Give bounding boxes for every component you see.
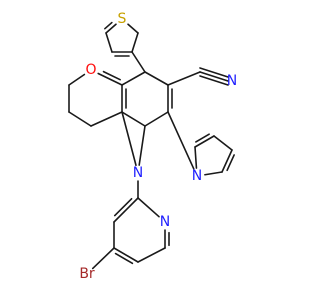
bond (91, 247, 115, 270)
bond-double (226, 154, 235, 172)
bond (144, 71, 169, 86)
bond-triple (199, 71, 229, 82)
bond (121, 111, 146, 127)
bond (131, 51, 146, 73)
bond-layer (68, 21, 235, 270)
bond (68, 73, 86, 86)
bond (121, 71, 146, 86)
bond-triple (199, 67, 229, 78)
bond (68, 111, 92, 127)
bond (204, 171, 223, 176)
bond-double (114, 252, 134, 265)
bond-double (194, 135, 215, 148)
bond-double (195, 133, 210, 143)
atom-br: Br (79, 266, 95, 282)
bond (194, 146, 198, 169)
bond (90, 111, 123, 127)
bond (131, 32, 139, 53)
bond (144, 111, 169, 127)
atom-n-ring: N (133, 165, 143, 181)
bond-double (113, 247, 139, 263)
bond (138, 125, 146, 166)
bond (137, 247, 166, 263)
bond-double (221, 149, 233, 173)
atom-n-pyrrole: N (192, 168, 202, 184)
bond-double (113, 197, 133, 217)
atom-label-layer: S O N N N N Br (79, 11, 237, 282)
atom-o-ketone: O (85, 62, 96, 78)
bond-double (105, 23, 117, 34)
bond-double (113, 197, 139, 223)
bond-double (97, 72, 123, 86)
bond (213, 135, 233, 151)
bond (167, 111, 195, 170)
atom-s-thiophene: S (118, 11, 127, 27)
bond-triple (199, 75, 229, 86)
bond (121, 111, 137, 167)
bond (105, 32, 113, 53)
bond (167, 71, 201, 86)
bond (137, 197, 160, 218)
atom-n-nitrile: N (227, 73, 237, 89)
atom-n-pyridine: N (160, 214, 170, 230)
bond-double (104, 21, 113, 30)
bond-double (102, 70, 121, 81)
molecule-structure: S O N N N N Br (68, 11, 237, 282)
bond-s-c (127, 23, 139, 34)
